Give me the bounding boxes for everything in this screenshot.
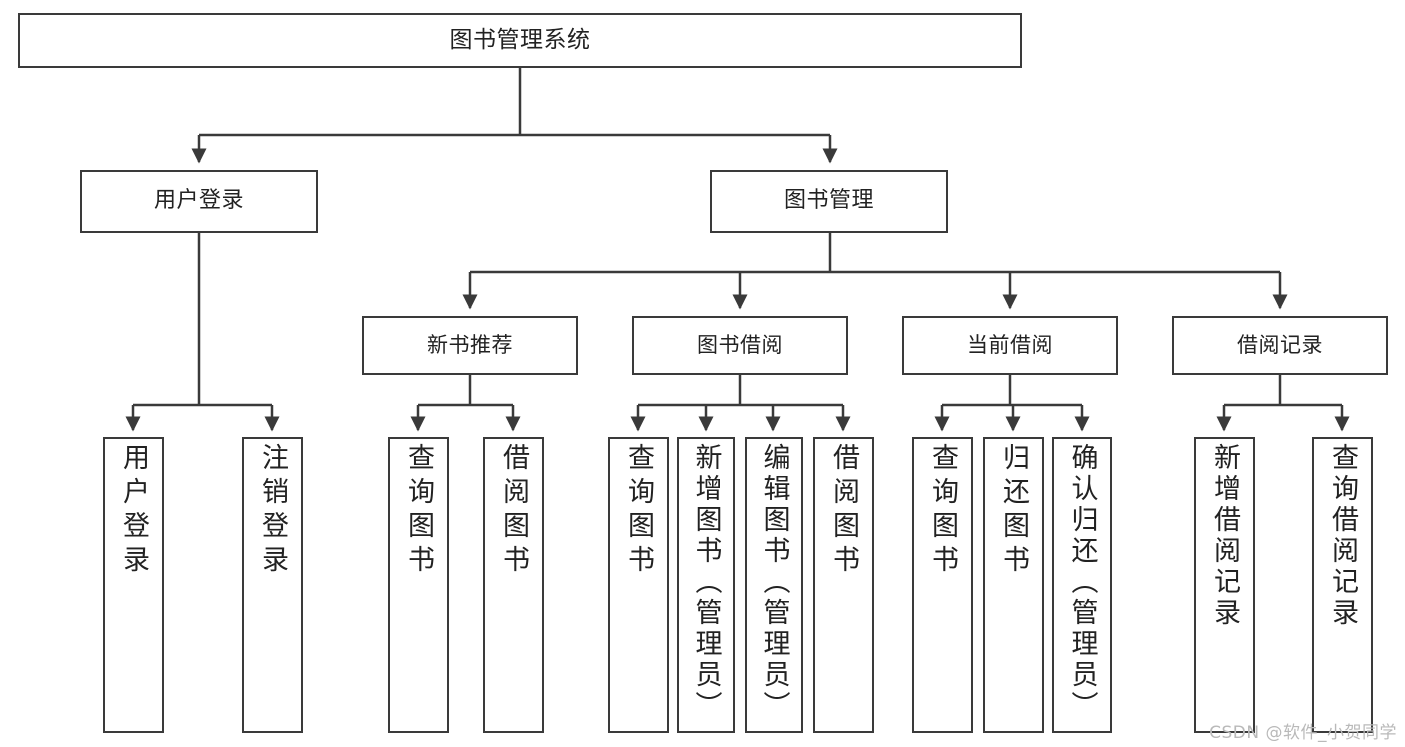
node-leaf-add-record[interactable]: 新增借阅记录 <box>1194 437 1255 733</box>
node-leaf-query-book-3-label: 查询图书 <box>927 443 958 579</box>
node-leaf-query-book-2[interactable]: 查询图书 <box>608 437 669 733</box>
node-root-label: 图书管理系统 <box>449 26 591 53</box>
node-leaf-add-record-label: 新增借阅记录 <box>1209 443 1240 629</box>
node-leaf-return-book-label: 归还图书 <box>998 443 1029 579</box>
node-leaf-add-book[interactable]: 新增图书（管理员） <box>677 437 735 733</box>
node-current-borrow[interactable]: 当前借阅 <box>902 316 1118 375</box>
node-new-book-recommend[interactable]: 新书推荐 <box>362 316 578 375</box>
node-leaf-confirm-return[interactable]: 确认归还（管理员） <box>1052 437 1112 733</box>
node-leaf-query-book-2-label: 查询图书 <box>623 443 654 579</box>
node-leaf-borrow-book-2-label: 借阅图书 <box>828 443 859 579</box>
node-leaf-query-book-3[interactable]: 查询图书 <box>912 437 973 733</box>
node-new-book-recommend-label: 新书推荐 <box>427 333 513 358</box>
node-root[interactable]: 图书管理系统 <box>18 13 1022 68</box>
node-leaf-user-logout[interactable]: 注销登录 <box>242 437 303 733</box>
node-book-manage[interactable]: 图书管理 <box>710 170 948 233</box>
node-leaf-user-login[interactable]: 用户登录 <box>103 437 164 733</box>
node-leaf-query-book-1[interactable]: 查询图书 <box>388 437 449 733</box>
node-book-borrow[interactable]: 图书借阅 <box>632 316 848 375</box>
node-leaf-borrow-book-2[interactable]: 借阅图书 <box>813 437 874 733</box>
node-leaf-borrow-book-1-label: 借阅图书 <box>498 443 529 579</box>
node-leaf-borrow-book-1[interactable]: 借阅图书 <box>483 437 544 733</box>
node-borrow-record[interactable]: 借阅记录 <box>1172 316 1388 375</box>
node-book-manage-label: 图书管理 <box>783 188 874 214</box>
node-current-borrow-label: 当前借阅 <box>967 333 1053 358</box>
node-leaf-query-record-label: 查询借阅记录 <box>1327 443 1358 629</box>
node-leaf-confirm-return-label: 确认归还（管理员） <box>1066 443 1098 722</box>
node-leaf-user-login-label: 用户登录 <box>118 443 149 579</box>
node-leaf-user-logout-label: 注销登录 <box>257 443 288 579</box>
node-leaf-add-book-label: 新增图书（管理员） <box>690 443 722 722</box>
node-leaf-edit-book[interactable]: 编辑图书（管理员） <box>745 437 803 733</box>
node-leaf-query-book-1-label: 查询图书 <box>403 443 434 579</box>
node-borrow-record-label: 借阅记录 <box>1237 333 1323 358</box>
node-leaf-return-book[interactable]: 归还图书 <box>983 437 1044 733</box>
node-user-login-label: 用户登录 <box>153 188 244 214</box>
node-leaf-edit-book-label: 编辑图书（管理员） <box>758 443 790 722</box>
node-user-login[interactable]: 用户登录 <box>80 170 318 233</box>
node-leaf-query-record[interactable]: 查询借阅记录 <box>1312 437 1373 733</box>
node-book-borrow-label: 图书借阅 <box>697 333 783 358</box>
